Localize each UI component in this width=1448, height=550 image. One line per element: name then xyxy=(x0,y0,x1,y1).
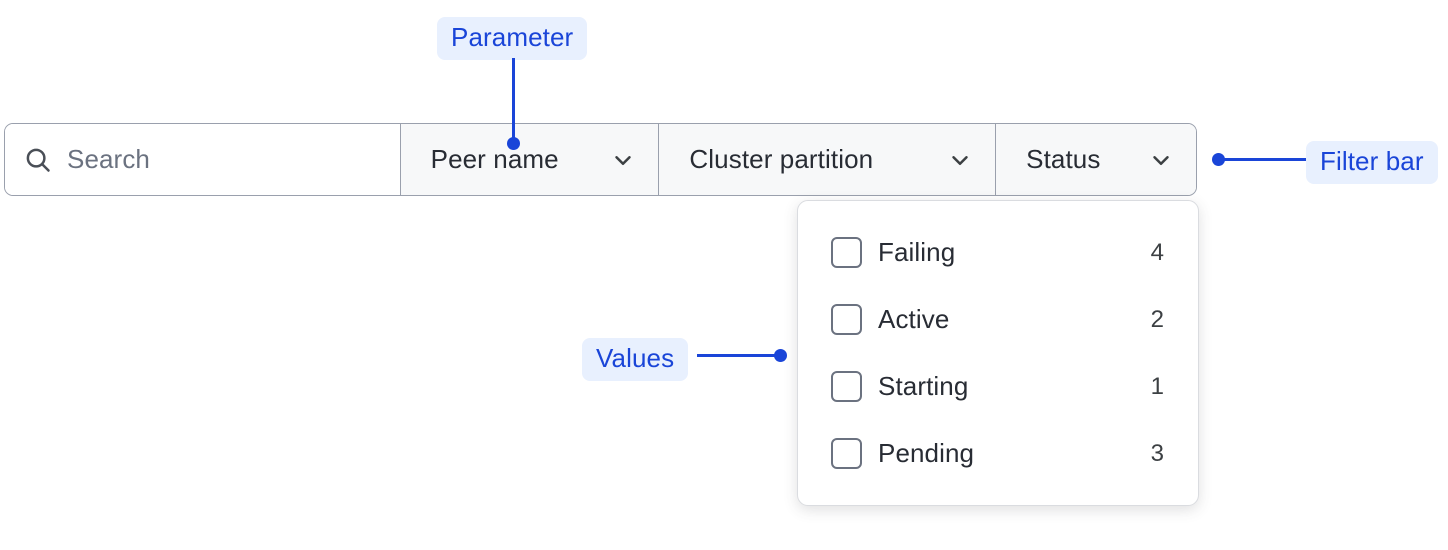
chevron-down-icon xyxy=(610,147,636,173)
annotation-label-values: Values xyxy=(582,338,689,382)
filter-dropdown-peer-name-label: Peer name xyxy=(430,144,559,174)
checkbox[interactable] xyxy=(831,304,862,335)
status-dropdown-panel: Failing 4 Active 2 Starting 1 Pending 3 xyxy=(797,200,1199,506)
dropdown-option-label: Pending xyxy=(878,438,975,468)
checkbox[interactable] xyxy=(831,438,862,469)
annotation-anchor-dot-filter-bar xyxy=(1212,153,1225,166)
dropdown-option-label: Failing xyxy=(878,237,956,267)
dropdown-option-active[interactable]: Active 2 xyxy=(798,296,1198,344)
chevron-down-icon xyxy=(1148,147,1174,173)
filter-bar: Search Peer name Cluster partition Statu… xyxy=(4,123,1197,196)
annotation-anchor-dot-parameter xyxy=(507,137,520,150)
dropdown-option-starting[interactable]: Starting 1 xyxy=(798,363,1198,411)
annotation-label-parameter: Parameter xyxy=(437,17,588,61)
filter-dropdown-peer-name[interactable]: Peer name xyxy=(400,124,660,195)
dropdown-option-label: Active xyxy=(878,304,950,334)
chevron-down-icon xyxy=(947,147,973,173)
dropdown-option-failing[interactable]: Failing 4 xyxy=(798,229,1198,277)
search-icon xyxy=(23,145,53,175)
dropdown-option-count: 1 xyxy=(1150,372,1164,400)
filter-dropdown-status-label: Status xyxy=(1026,144,1101,174)
annotation-leader-line-filter-bar xyxy=(1224,158,1306,161)
dropdown-option-count: 4 xyxy=(1150,238,1164,266)
dropdown-option-pending[interactable]: Pending 3 xyxy=(798,430,1198,478)
checkbox[interactable] xyxy=(831,371,862,402)
dropdown-option-count: 2 xyxy=(1150,305,1164,333)
dropdown-option-count: 3 xyxy=(1150,439,1164,467)
checkbox[interactable] xyxy=(831,237,862,268)
dropdown-option-label: Starting xyxy=(878,371,969,401)
annotation-anchor-dot-values xyxy=(774,349,787,362)
filter-dropdown-status[interactable]: Status xyxy=(996,124,1196,195)
annotation-label-filter-bar: Filter bar xyxy=(1306,141,1438,185)
search-field[interactable]: Search xyxy=(5,124,401,195)
filter-dropdown-cluster-partition[interactable]: Cluster partition xyxy=(659,124,997,195)
annotation-leader-line-parameter xyxy=(512,58,515,144)
annotation-leader-line-values xyxy=(697,354,781,357)
search-input-placeholder[interactable]: Search xyxy=(67,144,150,174)
filter-dropdown-cluster-partition-label: Cluster partition xyxy=(689,144,874,174)
